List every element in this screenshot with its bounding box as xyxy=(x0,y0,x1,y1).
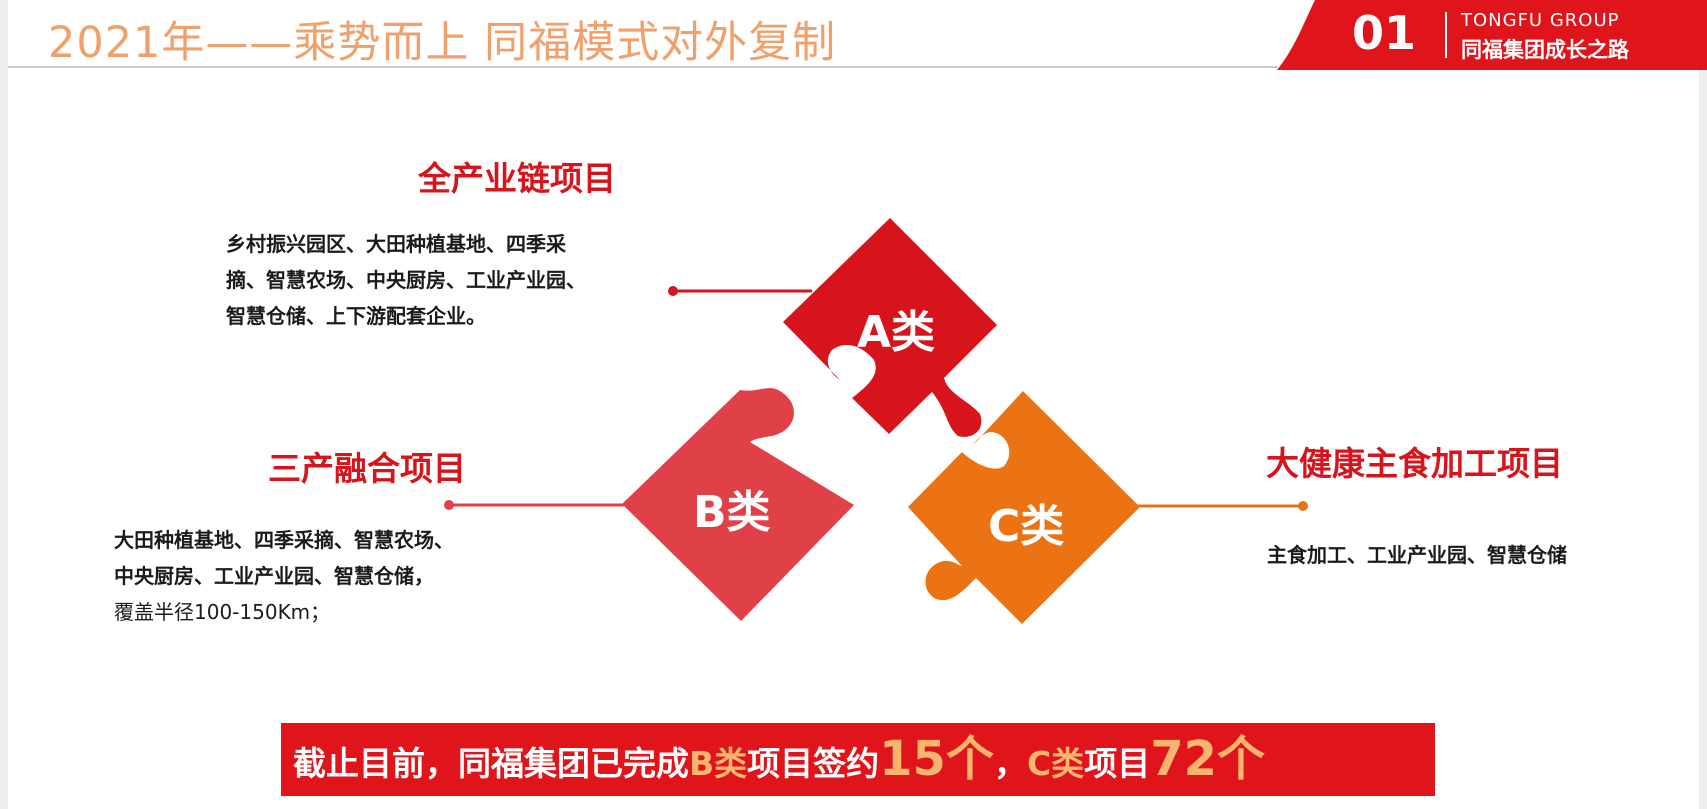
category-a-line: 摘、智慧农场、中央厨房、工业产业园、 xyxy=(226,268,586,292)
page-title: 2021年——乘势而上 同福模式对外复制 xyxy=(48,18,837,68)
badge-background xyxy=(1277,0,1707,70)
connector-c xyxy=(1136,501,1308,511)
category-a-description: 乡村振兴园区、大田种植基地、四季采 摘、智慧农场、中央厨房、工业产业园、 智慧仓… xyxy=(226,226,586,334)
company-name-en: TONGFU GROUP xyxy=(1461,10,1620,31)
connector-b xyxy=(444,500,628,510)
category-b-line: 大田种植基地、四季采摘、智慧农场、 xyxy=(114,528,454,552)
summary-part-4: 项目 xyxy=(1084,744,1151,783)
summary-part-3: ， xyxy=(993,744,1027,783)
category-b-line: 中央厨房、工业产业园、智慧仓储， xyxy=(114,564,434,588)
piece-c-label: C类 xyxy=(988,501,1065,552)
category-a-line: 智慧仓储、上下游配套企业。 xyxy=(226,304,486,328)
piece-a-label: A类 xyxy=(857,307,936,358)
left-border xyxy=(0,0,8,809)
category-c-heading: 大健康主食加工项目 xyxy=(1266,444,1563,483)
category-b-description: 大田种植基地、四季采摘、智慧农场、 中央厨房、工业产业园、智慧仓储， 覆盖半径1… xyxy=(114,522,454,630)
category-a-line: 乡村振兴园区、大田种植基地、四季采 xyxy=(226,232,566,256)
summary-part-1: 截止目前，同福集团已完成 xyxy=(293,744,689,783)
section-number: 01 xyxy=(1352,6,1417,60)
puzzle-piece-a xyxy=(783,218,997,437)
connector-a xyxy=(668,286,812,296)
category-a-heading: 全产业链项目 xyxy=(418,159,616,198)
category-c-line: 主食加工、工业产业园、智慧仓储 xyxy=(1267,543,1567,567)
summary-part-2: 项目签约 xyxy=(747,744,880,783)
piece-b-label: B类 xyxy=(693,487,771,538)
b-count: 15个 xyxy=(879,731,994,787)
category-b-heading: 三产融合项目 xyxy=(268,449,466,488)
category-b-line: 覆盖半径100-150Km； xyxy=(114,600,331,624)
puzzle-piece-b xyxy=(622,388,854,621)
right-border xyxy=(1699,0,1707,809)
title-divider xyxy=(8,66,1278,68)
b-category-highlight: B类 xyxy=(689,744,748,783)
summary-text: 截止目前，同福集团已完成B类项目签约15个，C类项目72个 xyxy=(293,727,1265,796)
c-count: 72个 xyxy=(1150,731,1265,787)
puzzle-piece-c xyxy=(908,391,1140,624)
summary-banner: 截止目前，同福集团已完成B类项目签约15个，C类项目72个 xyxy=(281,723,1435,796)
section-badge: 01 TONGFU GROUP 同福集团成长之路 xyxy=(1277,0,1707,70)
c-category-highlight: C类 xyxy=(1026,744,1085,783)
category-c-description: 主食加工、工业产业园、智慧仓储 xyxy=(1267,537,1567,573)
badge-divider xyxy=(1445,12,1447,58)
section-name: 同福集团成长之路 xyxy=(1461,38,1629,62)
